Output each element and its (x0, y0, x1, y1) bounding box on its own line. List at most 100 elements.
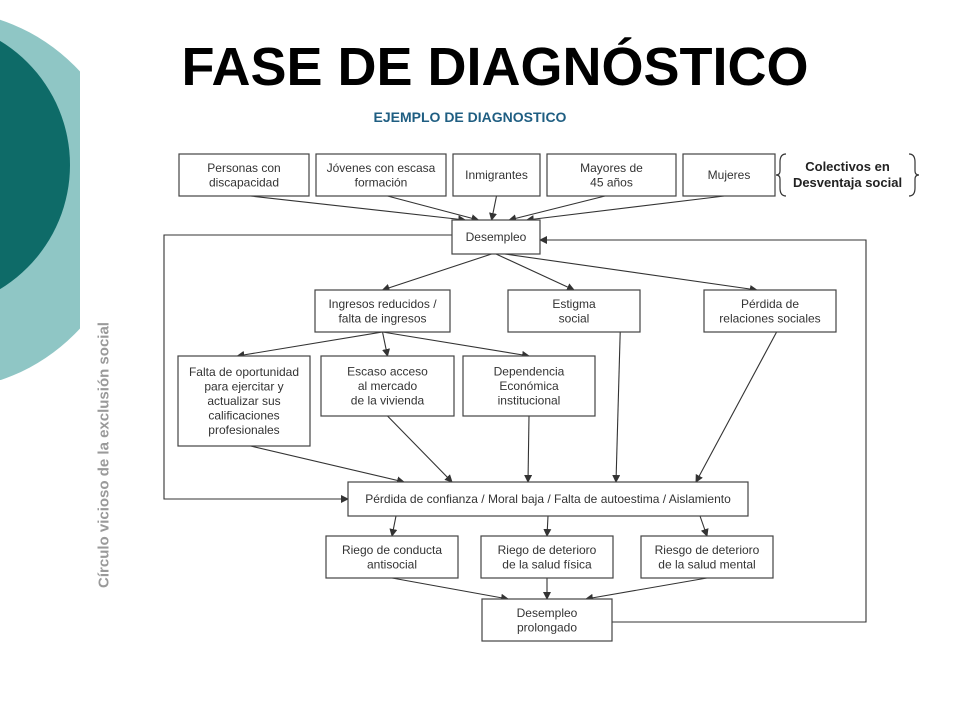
brace-label: Colectivos en (805, 159, 890, 174)
node-box (320, 355, 455, 417)
node-box (462, 355, 596, 417)
node-label: Mayores de (580, 161, 643, 175)
node-box (481, 598, 613, 642)
node-label: de la vivienda (351, 394, 425, 408)
edge-discapacidad-to-desempleo (250, 195, 467, 224)
node-label: Económica (499, 379, 559, 393)
page-subtitle: EJEMPLO DE DIAGNOSTICO (373, 109, 567, 125)
node-label: de la salud mental (658, 557, 755, 571)
edge-antisocial-to-prolongado (391, 577, 509, 602)
node-label: Falta de oportunidad (189, 365, 299, 379)
edge-desempleo-to-confianza (163, 234, 452, 503)
node-box (480, 535, 614, 579)
edge-inmigrantes-to-desempleo (489, 195, 498, 221)
edge-perdida_rel-to-confianza (695, 331, 778, 483)
node-box (546, 153, 677, 197)
node-box (682, 153, 776, 197)
node-label: calificaciones (208, 409, 279, 423)
edge-estigma-to-confianza (612, 331, 621, 483)
node-inmigrantes: Inmigrantes (452, 153, 541, 197)
node-label: para ejercitar y (204, 380, 283, 394)
node-label: Riego de deterioro (498, 543, 597, 557)
edge-mujeres-to-desempleo (525, 195, 725, 224)
node-label: Personas con (207, 161, 280, 175)
node-label: Mujeres (708, 168, 751, 182)
node-label: discapacidad (209, 175, 279, 189)
node-label: de la salud física (502, 557, 592, 571)
node-label: Escaso acceso (347, 365, 428, 379)
node-box (325, 535, 459, 579)
edge-confianza-to-antisocial (389, 515, 398, 537)
node-mujeres: Mujeres (682, 153, 776, 197)
edge-confianza-to-mental (699, 515, 709, 537)
node-label: Desempleo (466, 230, 527, 244)
edge-desempleo-to-estigma (495, 253, 575, 291)
edges-layer (163, 195, 867, 623)
left-brace (775, 153, 787, 197)
node-label: Jóvenes con escasa (327, 161, 436, 175)
node-ingresos: Ingresos reducidos /falta de ingresos (314, 289, 451, 333)
node-box (451, 219, 541, 255)
edge-dependencia-to-confianza (524, 415, 533, 483)
node-label: al mercado (358, 379, 418, 393)
node-box (507, 289, 641, 333)
node-box (452, 153, 541, 197)
edge-mayores-to-desempleo (508, 195, 606, 223)
node-box (178, 153, 310, 197)
node-label: Desempleo (517, 606, 578, 620)
page-title: FASE DE DIAGNÓSTICO (181, 37, 809, 97)
node-label: Riego de conducta (342, 543, 442, 557)
node-label: Dependencia (494, 365, 565, 379)
node-label: 45 años (590, 175, 633, 189)
edge-confianza-to-fisica (543, 515, 552, 537)
edge-vivienda-to-confianza (387, 415, 453, 483)
node-label: falta de ingresos (338, 311, 426, 325)
edge-oportunidad-to-confianza (250, 445, 405, 485)
edge-desempleo-to-ingresos (381, 253, 492, 292)
node-label: Estigma (552, 297, 596, 311)
brace-label: Desventaja social (793, 175, 902, 190)
right-brace (908, 153, 920, 197)
edge-ingresos-to-oportunidad (236, 331, 383, 359)
teal-decoration (0, 19, 80, 380)
edge-desempleo-to-perdida_rel (504, 253, 758, 293)
node-box (640, 535, 774, 579)
node-label: relaciones sociales (719, 311, 820, 325)
node-label: prolongado (517, 620, 577, 634)
node-label: Inmigrantes (465, 168, 528, 182)
node-label: Riesgo de deterioro (655, 543, 760, 557)
node-box (177, 355, 311, 447)
node-box (347, 481, 749, 517)
node-label: institucional (498, 394, 561, 408)
edge-prolongado-to-desempleo (539, 236, 867, 623)
node-label: profesionales (208, 423, 279, 437)
node-desempleo: Desempleo (451, 219, 541, 255)
node-label: formación (355, 175, 408, 189)
edge-mental-to-prolongado (585, 577, 708, 602)
edge-ingresos-to-vivienda (381, 331, 390, 357)
node-label: Pérdida de confianza / Moral baja / Falt… (365, 492, 731, 506)
node-box (314, 289, 451, 333)
node-confianza: Pérdida de confianza / Moral baja / Falt… (347, 481, 749, 517)
node-label: antisocial (367, 557, 417, 571)
edge-jovenes-to-desempleo (387, 195, 480, 223)
node-label: Pérdida de (741, 297, 799, 311)
node-box (315, 153, 447, 197)
node-box (703, 289, 837, 333)
